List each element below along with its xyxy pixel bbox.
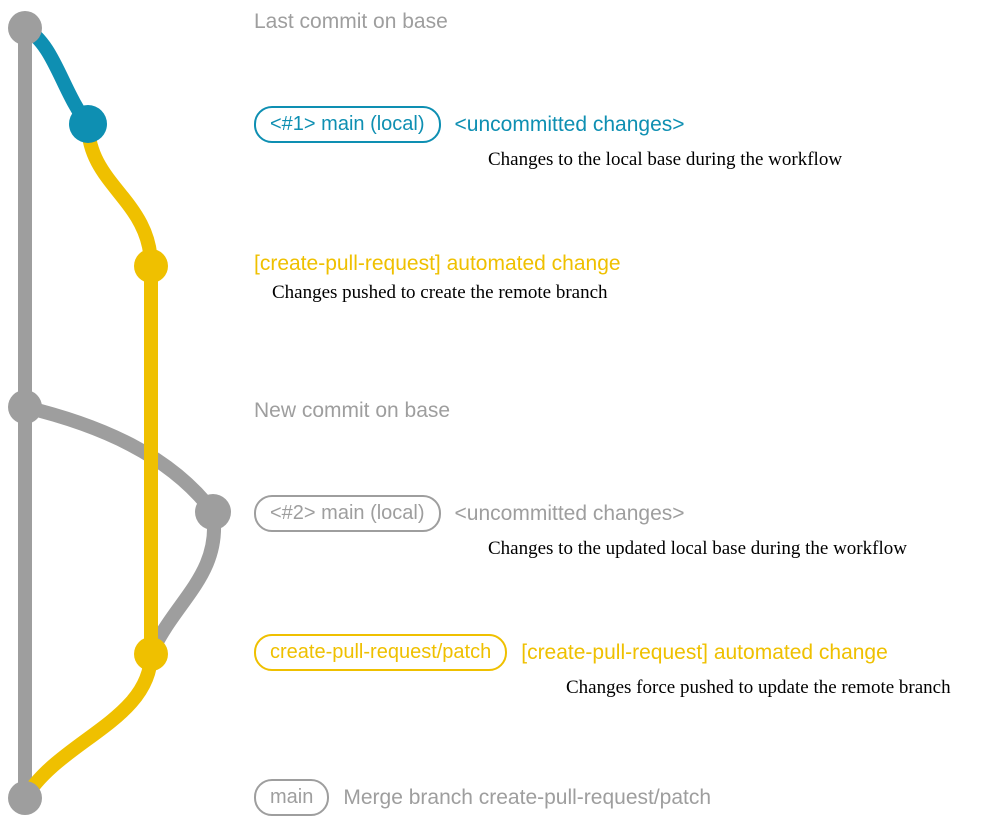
node-remote-commit-2[interactable] bbox=[134, 637, 168, 671]
branch-pill-main-local-2[interactable]: <#2> main (local) bbox=[254, 495, 441, 532]
annotation-description: Changes to the updated local base during… bbox=[488, 538, 907, 559]
annotation-local-1: <#1> main (local) <uncommitted changes> … bbox=[254, 106, 842, 171]
annotation-description: Changes force pushed to update the remot… bbox=[566, 677, 951, 698]
annotation-description: Changes pushed to create the remote bran… bbox=[272, 282, 608, 303]
branch-pill-create-pull-request-patch[interactable]: create-pull-request/patch bbox=[254, 634, 508, 671]
commit-message: [create-pull-request] automated change bbox=[521, 641, 888, 664]
edge-base-to-local-2 bbox=[18, 400, 220, 519]
edge-local-2-to-remote-2 bbox=[144, 505, 222, 661]
annotation-head: create-pull-request/patch [create-pull-r… bbox=[254, 634, 888, 671]
edge-remote-2-to-merge bbox=[18, 647, 158, 805]
node-base-last-commit[interactable] bbox=[8, 11, 42, 45]
commit-message: <uncommitted changes> bbox=[454, 113, 685, 136]
annotation-head: Last commit on base bbox=[254, 9, 448, 34]
node-remote-commit-1[interactable] bbox=[134, 249, 168, 283]
annotation-new-commit: New commit on base bbox=[254, 398, 450, 423]
annotation-auto-change-2: create-pull-request/patch [create-pull-r… bbox=[254, 634, 951, 699]
annotation-local-2: <#2> main (local) <uncommitted changes> … bbox=[254, 495, 907, 560]
commit-message: Merge branch create-pull-request/patch bbox=[343, 786, 712, 809]
annotation-head: <#1> main (local) <uncommitted changes> bbox=[254, 106, 685, 143]
annotation-head: <#2> main (local) <uncommitted changes> bbox=[254, 495, 685, 532]
annotation-head: main Merge branch create-pull-request/pa… bbox=[254, 779, 711, 816]
commit-message: <uncommitted changes> bbox=[454, 502, 685, 525]
annotation-merge: main Merge branch create-pull-request/pa… bbox=[254, 779, 711, 816]
annotation-last-commit: Last commit on base bbox=[254, 9, 448, 34]
branch-pill-main[interactable]: main bbox=[254, 779, 330, 816]
annotation-auto-change-1: [create-pull-request] automated change C… bbox=[254, 251, 621, 304]
node-local-commit-1[interactable] bbox=[69, 105, 107, 143]
node-base-merge-commit[interactable] bbox=[8, 781, 42, 815]
branch-pill-main-local-1[interactable]: <#1> main (local) bbox=[254, 106, 441, 143]
annotation-head: [create-pull-request] automated change bbox=[254, 251, 621, 276]
node-local-commit-2[interactable] bbox=[195, 494, 231, 530]
edge-local-1-to-remote-1 bbox=[81, 117, 158, 273]
annotation-head: New commit on base bbox=[254, 398, 450, 423]
commit-message: Last commit on base bbox=[254, 10, 448, 33]
commit-message: New commit on base bbox=[254, 399, 451, 422]
node-base-new-commit[interactable] bbox=[8, 390, 42, 424]
annotation-description: Changes to the local base during the wor… bbox=[488, 149, 843, 170]
commit-message: [create-pull-request] automated change bbox=[254, 252, 621, 275]
